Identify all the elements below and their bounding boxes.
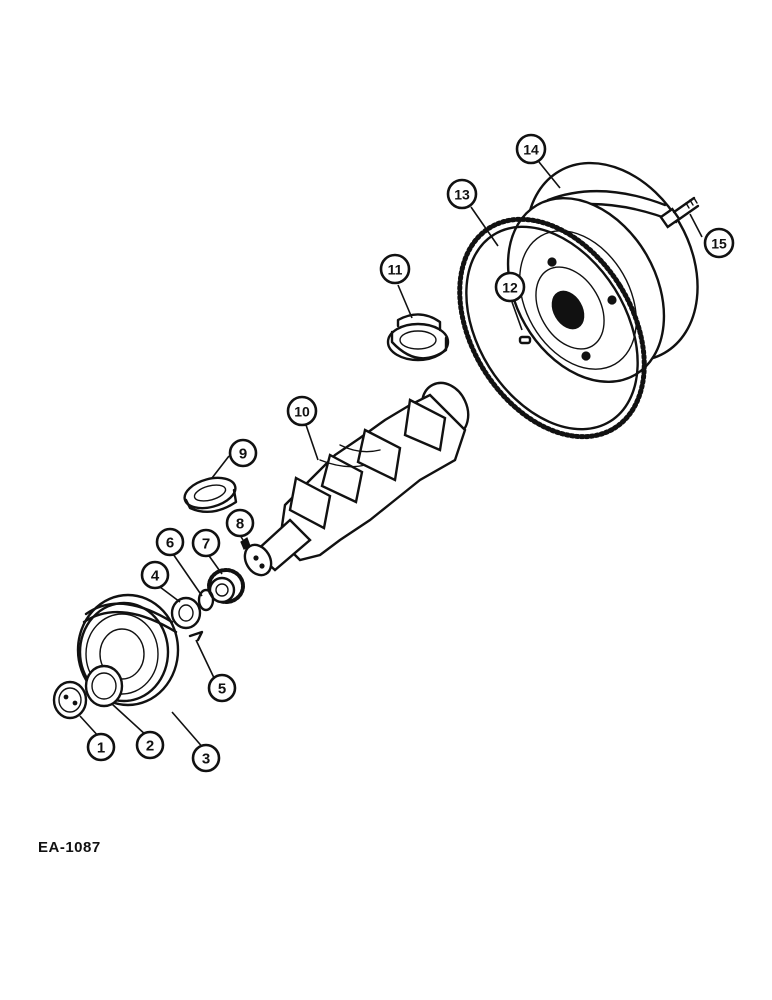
callout-13: 13 — [446, 178, 478, 210]
svg-text:8: 8 — [236, 516, 244, 533]
callout-3: 3 — [191, 743, 221, 773]
o-ring — [197, 588, 215, 612]
svg-text:11: 11 — [388, 262, 403, 278]
callout-15: 15 — [703, 227, 735, 259]
callout-6: 6 — [155, 527, 185, 557]
leader-lines — [79, 161, 703, 751]
callout-10: 10 — [286, 395, 318, 427]
callout-14: 14 — [515, 133, 547, 165]
main-bearing-flanged — [386, 313, 450, 362]
svg-text:3: 3 — [202, 751, 210, 768]
callout-2: 2 — [135, 730, 165, 760]
pulley-cap — [52, 680, 88, 720]
callout-8: 8 — [225, 508, 255, 538]
svg-text:12: 12 — [502, 280, 518, 296]
svg-text:2: 2 — [146, 738, 154, 755]
callout-11: 11 — [379, 253, 411, 285]
svg-text:4: 4 — [151, 568, 160, 585]
figure-code: EA-1087 — [38, 839, 101, 856]
ring-gear — [457, 216, 647, 440]
oil-seal — [84, 664, 124, 708]
callout-7: 7 — [191, 528, 221, 558]
svg-text:14: 14 — [523, 142, 539, 158]
svg-text:15: 15 — [711, 236, 727, 252]
bearing-bushing — [183, 476, 238, 514]
dowel-pin — [518, 335, 532, 345]
svg-text:13: 13 — [454, 187, 470, 203]
callout-12: 12 — [494, 271, 526, 303]
crankshaft-gear — [207, 568, 245, 604]
callout-5: 5 — [207, 673, 237, 703]
svg-text:7: 7 — [202, 536, 210, 553]
key — [188, 630, 204, 642]
woodruff-key — [240, 537, 251, 550]
crankshaft — [243, 381, 470, 577]
svg-text:6: 6 — [166, 535, 174, 552]
svg-text:1: 1 — [97, 740, 105, 757]
spacer — [170, 596, 202, 630]
callout-1: 1 — [86, 732, 116, 762]
svg-text:9: 9 — [239, 446, 247, 463]
svg-text:10: 10 — [294, 404, 310, 420]
flywheel — [506, 161, 699, 384]
callout-4: 4 — [140, 560, 170, 590]
svg-text:5: 5 — [218, 681, 226, 698]
callout-9: 9 — [228, 438, 258, 468]
flywheel-bolt — [659, 196, 700, 229]
